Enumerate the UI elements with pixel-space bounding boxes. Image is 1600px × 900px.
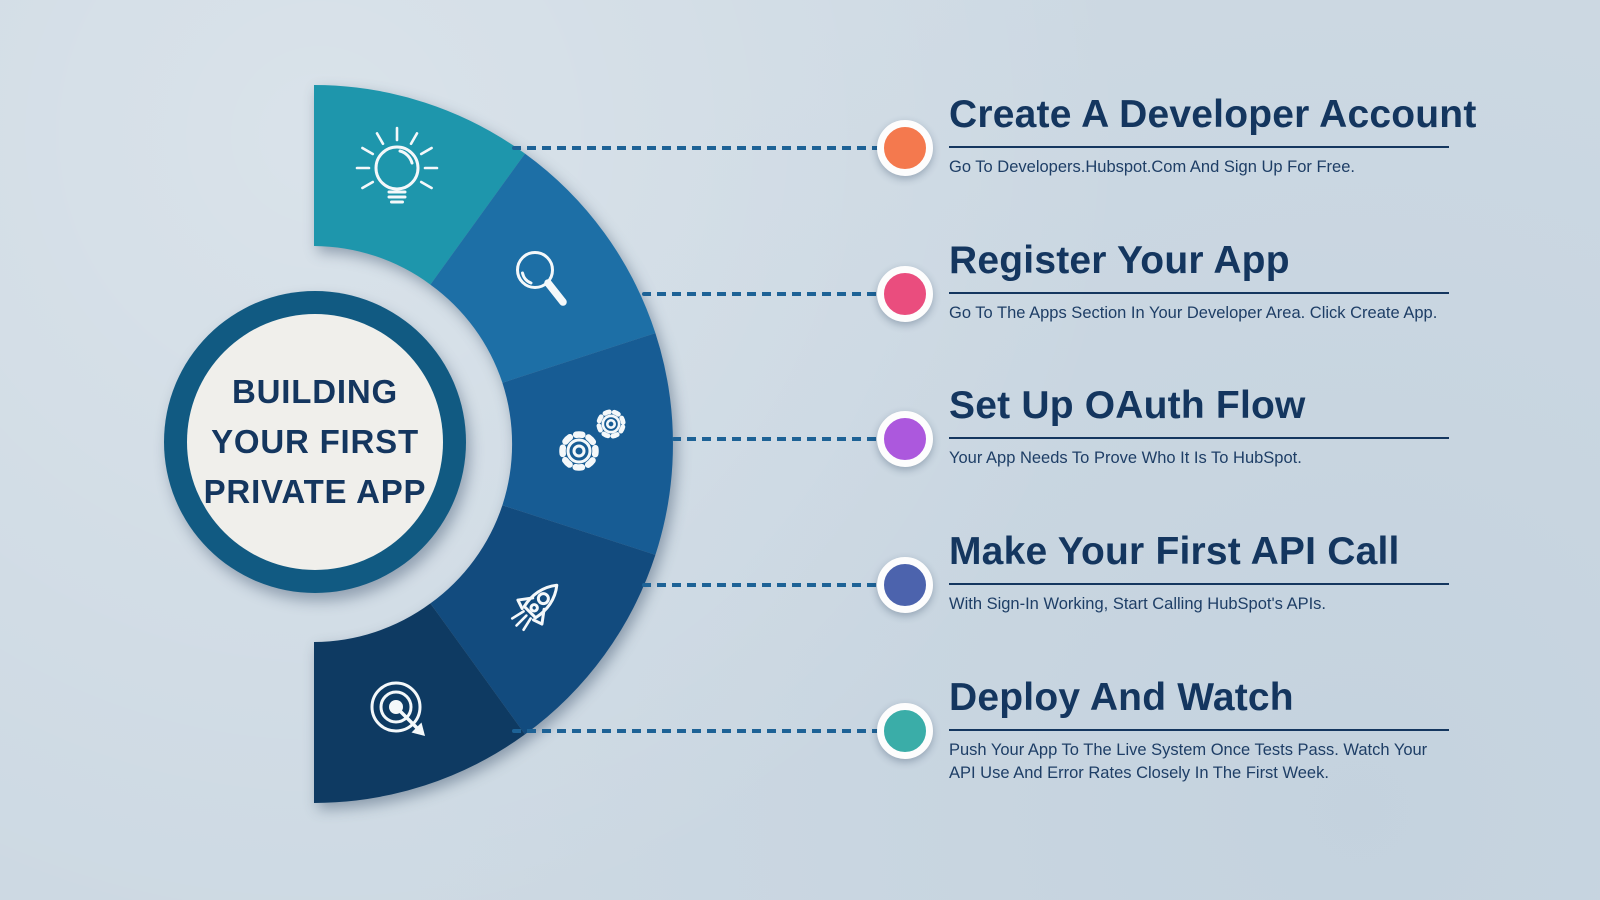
step-underline bbox=[949, 146, 1449, 148]
center-title-line-2: YOUR FIRST bbox=[211, 423, 419, 460]
center-title-line-3: PRIVATE APP bbox=[203, 473, 427, 510]
connector-line-1 bbox=[512, 146, 886, 150]
center-title-line-1: BUILDING bbox=[232, 373, 398, 410]
connector-line-5 bbox=[512, 729, 886, 733]
step-title: Register Your App bbox=[949, 239, 1290, 282]
step-block-1: Create A Developer Account Go To Develop… bbox=[949, 93, 1477, 179]
step-description: Your App Needs To Prove Who It Is To Hub… bbox=[949, 449, 1302, 467]
step-description: With Sign-In Working, Start Calling HubS… bbox=[949, 595, 1327, 613]
step-dot-2 bbox=[877, 266, 933, 322]
step-dot-5 bbox=[877, 703, 933, 759]
magnifier-icon bbox=[516, 251, 567, 306]
center-title-circle: BUILDING YOUR FIRST PRIVATE APP bbox=[164, 291, 466, 593]
arc-segment-1 bbox=[314, 85, 525, 285]
step-title: Deploy And Watch bbox=[949, 676, 1294, 719]
step-dot-4 bbox=[877, 557, 933, 613]
arc-segment-2 bbox=[430, 153, 656, 383]
connector-line-2 bbox=[642, 292, 886, 296]
step-underline bbox=[949, 437, 1449, 439]
step-block-4: Make Your First API Call With Sign-In Wo… bbox=[949, 530, 1469, 616]
step-description: Go To The Apps Section In Your Developer… bbox=[949, 304, 1438, 322]
step-dot-1 bbox=[877, 120, 933, 176]
step-title: Set Up OAuth Flow bbox=[949, 384, 1306, 427]
gears-icon bbox=[559, 409, 626, 471]
step-block-2: Register Your App Go To The Apps Section… bbox=[949, 239, 1469, 325]
step-description: Push Your App To The Live System Once Te… bbox=[949, 741, 1428, 782]
step-description: Go To Developers.Hubspot.Com And Sign Up… bbox=[949, 158, 1355, 176]
step-block-3: Set Up OAuth Flow Your App Needs To Prov… bbox=[949, 384, 1469, 470]
step-block-5: Deploy And Watch Push Your App To The Li… bbox=[949, 676, 1469, 785]
step-underline bbox=[949, 729, 1449, 731]
step-title: Create A Developer Account bbox=[949, 93, 1477, 136]
center-title-inner: BUILDING YOUR FIRST PRIVATE APP bbox=[187, 314, 443, 570]
step-title: Make Your First API Call bbox=[949, 530, 1400, 573]
step-underline bbox=[949, 583, 1449, 585]
connector-line-3 bbox=[672, 437, 886, 441]
step-dot-3 bbox=[877, 411, 933, 467]
step-underline bbox=[949, 292, 1449, 294]
lightbulb-icon bbox=[355, 126, 439, 204]
rocket-icon bbox=[510, 583, 559, 632]
connector-line-4 bbox=[642, 583, 886, 587]
target-icon bbox=[370, 681, 425, 736]
